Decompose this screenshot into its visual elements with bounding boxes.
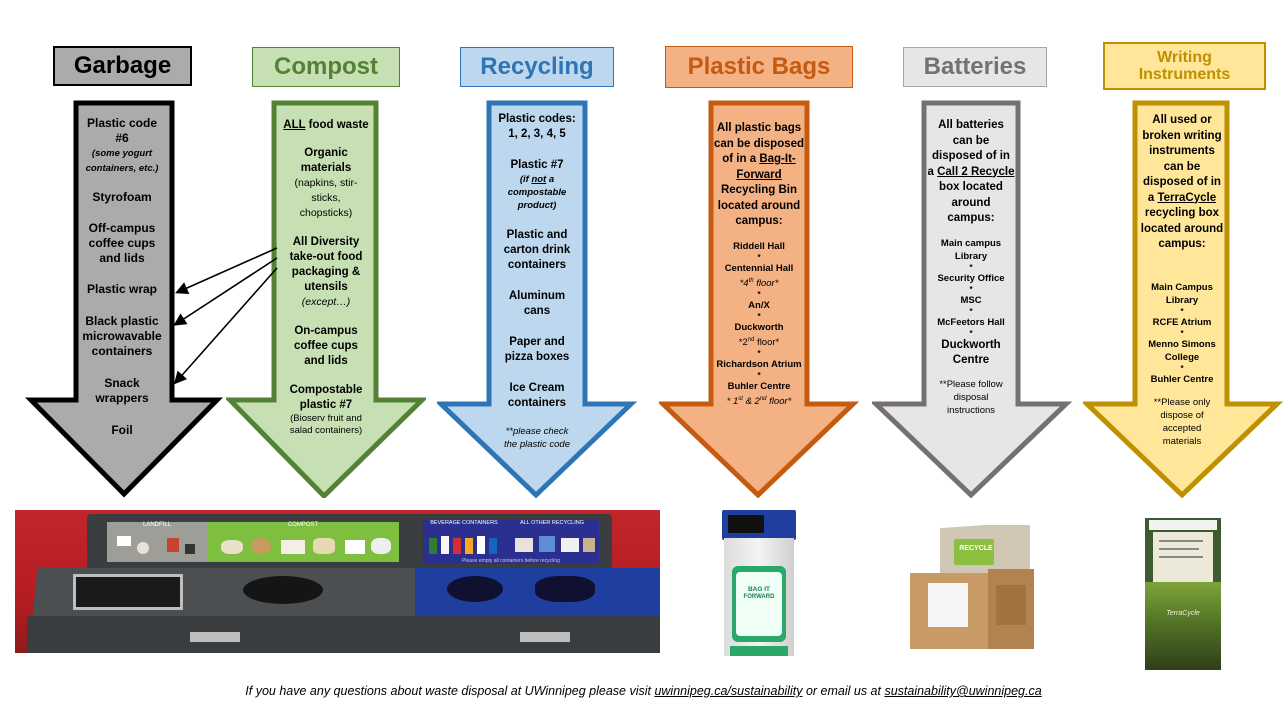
sustainability-website-link[interactable]: uwinnipeg.ca/sustainability	[654, 684, 803, 698]
bags-locations: Riddell Hall * Centennial Hall *4th floo…	[710, 240, 808, 408]
writing-location-rcfe: RCFE Atrium	[1152, 316, 1212, 328]
garbage-item-foil: Foil	[111, 423, 133, 437]
compost-item-compostable-7: Compostable plastic #7 (Bioserv fruit an…	[289, 384, 363, 436]
garbage-item-plastic-wrap: Plastic wrap	[86, 282, 158, 296]
garbage-list: Plastic code #6 (some yogurt containers,…	[76, 116, 168, 438]
recycling-arrow	[437, 100, 637, 498]
batteries-location-library: Main campus Library	[940, 237, 1002, 262]
waste-station-photo: LANDFILL COMPOST BEVERAGE CONTAINERS ALL…	[15, 510, 660, 653]
recycling-item-ice-cream: Ice Cream containers	[507, 382, 567, 409]
batteries-title: Batteries	[923, 53, 1027, 80]
batteries-arrow	[872, 100, 1072, 498]
writing-title-line1: Writing	[1157, 49, 1212, 66]
landfill-opening	[73, 574, 183, 610]
bags-location-richardson: Richardson Atrium	[716, 358, 802, 370]
bags-location-riddell: Riddell Hall	[733, 240, 785, 252]
compost-header: Compost	[252, 47, 400, 87]
plastic-bags-list: All plastic bags can be disposed of in a…	[710, 121, 808, 408]
batteries-location-mcfeetors: McFeetors Hall	[937, 316, 1005, 328]
compost-item-diversity: All Diversity take-out food packaging & …	[289, 236, 363, 308]
writing-title-line2: Instruments	[1138, 66, 1231, 83]
garbage-item-snack-wrappers: Snack wrappers	[95, 376, 149, 405]
batteries-header: Batteries	[903, 47, 1047, 87]
terracycle-box-photo: TerraCycle	[1145, 518, 1221, 670]
garbage-item-black-plastic: Black plastic microwavable containers	[82, 314, 162, 358]
recycling-item-paper: Paper and pizza boxes	[504, 336, 570, 363]
batteries-locations: Main campus Library * Security Office * …	[924, 237, 1018, 417]
except-pointer-arrows	[173, 247, 278, 385]
bag-it-forward-bin-photo: BAG IT FORWARD	[718, 510, 800, 658]
sign-compost: COMPOST	[207, 522, 399, 562]
recycling-item-codes: Plastic codes: 1, 2, 3, 4, 5	[498, 113, 576, 140]
sign-landfill: LANDFILL	[107, 522, 207, 562]
bags-location-duckworth: Duckworth	[734, 321, 784, 333]
other-opening	[535, 576, 595, 602]
recycling-list: Plastic codes: 1, 2, 3, 4, 5 Plastic #7 …	[489, 112, 585, 451]
writing-locations: Main Campus Library * RCFE Atrium * Menn…	[1136, 281, 1228, 448]
compost-list: ALL food waste Organic materials (napkin…	[278, 118, 374, 437]
recycling-note: **please check the plastic code	[503, 426, 570, 450]
compost-title: Compost	[274, 53, 378, 80]
bags-location-anx: An/X	[748, 299, 770, 311]
writing-note: **Please only dispose of accepted materi…	[1153, 396, 1211, 447]
recycling-item-aluminum: Aluminum cans	[508, 290, 566, 317]
garbage-item-offcampus-cups: Off-campus coffee cups and lids	[88, 221, 156, 265]
batteries-location-security: Security Office	[937, 272, 1005, 284]
compost-item-oncampus-cups: On-campus coffee cups and lids	[294, 325, 358, 367]
garbage-title: Garbage	[73, 52, 172, 79]
recycling-item-plastic-7: Plastic #7 (if not a compostable product…	[507, 159, 567, 211]
writing-location-library: Main Campus Library	[1151, 281, 1213, 306]
bags-intro: All plastic bags can be disposed of in a…	[713, 122, 805, 227]
recycling-title: Recycling	[480, 53, 594, 80]
writing-list: All used or broken writing instruments c…	[1136, 113, 1228, 448]
batteries-intro: All batteries can be disposed of in a Ca…	[927, 119, 1015, 224]
bags-location-centennial: Centennial Hall	[724, 262, 794, 274]
recycling-header: Recycling	[460, 47, 614, 87]
plastic-bags-arrow	[659, 100, 859, 498]
bags-location-buhler: Buhler Centre	[727, 380, 791, 392]
writing-instruments-header: Writing Instruments	[1103, 42, 1266, 90]
sign-beverage: BEVERAGE CONTAINERS	[423, 520, 505, 564]
compost-arrow	[226, 100, 426, 498]
garbage-item-styrofoam: Styrofoam	[92, 190, 152, 204]
compost-item-all-food: ALL food waste	[283, 119, 369, 131]
recycling-item-cartons: Plastic and carton drink containers	[503, 229, 571, 271]
compost-opening	[243, 576, 323, 604]
footer-contact: If you have any questions about waste di…	[245, 684, 1042, 698]
plastic-bags-header: Plastic Bags	[665, 46, 853, 88]
batteries-note: **Please follow disposal instructions	[939, 378, 1003, 416]
writing-location-menno: Menno Simons College	[1148, 338, 1216, 363]
call2recycle-box-photo: RECYCLE	[910, 525, 1036, 653]
batteries-list: All batteries can be disposed of in a Ca…	[924, 118, 1018, 417]
writing-location-buhler: Buhler Centre	[1150, 373, 1214, 385]
garbage-item-plastic-6: Plastic code #6 (some yogurt containers,…	[85, 116, 159, 174]
sustainability-email-link[interactable]: sustainability@uwinnipeg.ca	[884, 684, 1042, 698]
compost-item-organic: Organic materials (napkins, stir- sticks…	[294, 147, 358, 219]
garbage-arrow	[25, 100, 223, 498]
batteries-location-duckworth: Duckworth Centre	[941, 338, 1001, 366]
batteries-location-msc: MSC	[960, 294, 982, 306]
sign-other-recycling: ALL OTHER RECYCLING	[505, 520, 599, 564]
writing-arrow	[1083, 100, 1283, 498]
beverage-opening	[447, 576, 503, 602]
garbage-header: Garbage	[53, 46, 192, 86]
writing-intro: All used or broken writing instruments c…	[1140, 114, 1224, 250]
plastic-bags-title: Plastic Bags	[687, 53, 831, 80]
